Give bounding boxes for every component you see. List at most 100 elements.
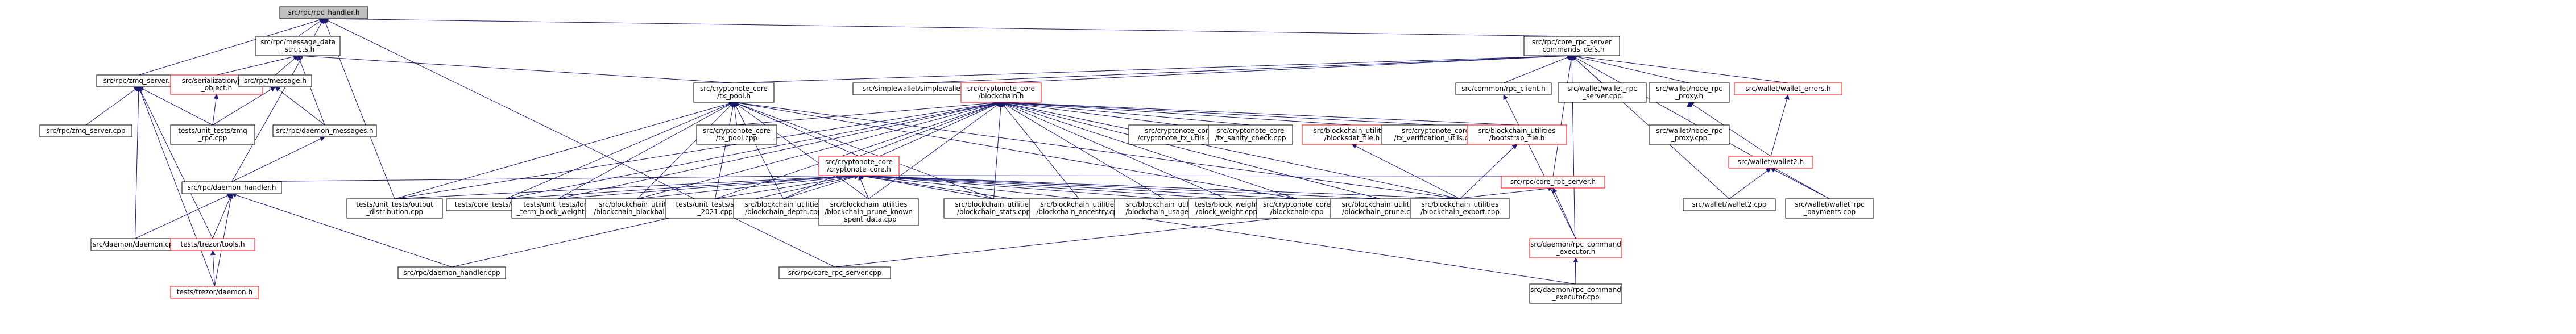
- node-label: src/blockchain_utilities: [1478, 127, 1556, 135]
- graph-node-zmq-server-cpp[interactable]: src/rpc/zmq_server.cpp: [39, 124, 132, 137]
- graph-node-blockchain-h[interactable]: src/cryptonote_core/blockchain.h: [960, 82, 1042, 103]
- graph-node-block-weight[interactable]: tests/block_weight/block_weight.cpp: [1188, 198, 1265, 219]
- graph-node-tx-sanity-check[interactable]: src/cryptonote_core/tx_sanity_check.cpp: [1208, 124, 1293, 145]
- graph-node-blockchain-usage[interactable]: src/blockchain_utilities/blockchain_usag…: [1114, 198, 1215, 219]
- graph-node-message-h[interactable]: src/rpc/message.h: [238, 74, 312, 87]
- graph-node-json-object[interactable]: src/serialization/json_object.h: [170, 74, 263, 95]
- dependency-edge: [452, 174, 860, 268]
- graph-node-wallet-errors[interactable]: src/wallet/wallet_errors.h: [1734, 82, 1842, 95]
- node-box: [181, 181, 282, 194]
- graph-node-blockchain-export[interactable]: src/blockchain_utilities/blockchain_expo…: [1410, 198, 1510, 219]
- graph-node-blockchain-ancestry[interactable]: src/blockchain_utilities/blockchain_ance…: [1029, 198, 1129, 219]
- dependency-edge: [1000, 100, 1251, 126]
- graph-node-rpc-core-rpc-server-h[interactable]: src/rpc/core_rpc_server.h: [1501, 176, 1605, 189]
- graph-node-rpc-handler[interactable]: src/rpc/rpc_handler.h: [279, 6, 368, 19]
- node-box: [818, 156, 900, 176]
- graph-node-blockchain-stats[interactable]: src/blockchain_utilities/blockchain_stat…: [943, 198, 1044, 219]
- node-box: [696, 124, 777, 145]
- node-label: /cryptonote_tx_utils.cpp: [1137, 134, 1219, 142]
- dependency-edge: [783, 102, 1002, 199]
- dependency-edge: [1552, 55, 1574, 177]
- node-label: /blockchain.cpp: [1270, 208, 1323, 216]
- graph-node-test-zmq-rpc[interactable]: tests/unit_tests/zmq_rpc.cpp: [170, 124, 255, 145]
- graph-node-common-rpc-client[interactable]: src/common/rpc_client.h: [1455, 82, 1552, 95]
- node-label: _spent_data.cpp: [840, 215, 896, 223]
- node-label: src/wallet/wallet2.h: [1738, 158, 1804, 166]
- graph-node-trezortools[interactable]: tests/trezor/tools.h: [170, 238, 255, 251]
- node-box: [1558, 82, 1647, 103]
- dependency-edge: [1770, 94, 1790, 157]
- dependency-edge: [297, 53, 734, 84]
- graph-node-cryptonote-core-h[interactable]: src/cryptonote_core/cryptonote_core.h: [818, 156, 900, 176]
- node-label: _payments.cpp: [1803, 208, 1856, 216]
- graph-node-core-rpc-server-commands-defs[interactable]: src/rpc/core_rpc_server_commands_defs.h: [1523, 36, 1620, 56]
- graph-node-message-data-structs[interactable]: src/rpc/message_data_structs.h: [255, 36, 341, 56]
- node-label: src/rpc/zmq_server.cpp: [47, 127, 126, 135]
- node-label: src/cryptonote_core: [1217, 127, 1285, 135]
- graph-node-rpc-command-executor-cpp[interactable]: src/daemon/rpc_command_executor.cpp: [1529, 283, 1622, 304]
- node-label: src/rpc/message_data: [260, 38, 336, 46]
- node-label: src/rpc/zmq_server.h: [103, 77, 175, 85]
- node-label: _distribution.cpp: [366, 208, 423, 216]
- dependency-edge: [85, 86, 139, 126]
- dependency-edge: [394, 173, 860, 199]
- node-box: [170, 238, 255, 251]
- dependency-edge: [858, 173, 1460, 199]
- node-label: src/blockchain_utilities: [1126, 201, 1203, 208]
- graph-node-blockchain-prune-known[interactable]: src/blockchain_utilities/blockchain_prun…: [818, 198, 919, 226]
- graph-node-daemon-messages[interactable]: src/rpc/daemon_messages.h: [272, 124, 377, 137]
- dependency-edge: [733, 102, 859, 157]
- dependency-edge: [231, 193, 452, 268]
- dependency-edge: [138, 86, 213, 239]
- graph-node-rpc-command-executor-h[interactable]: src/daemon/rpc_command_executor.h: [1529, 238, 1622, 258]
- graph-node-blockchain-cpp[interactable]: src/cryptonote_core/blockchain.cpp: [1256, 198, 1337, 219]
- node-label: _term_block_weight.cpp: [516, 208, 599, 216]
- graph-node-trezordaemon[interactable]: tests/trezor/daemon.h: [170, 286, 259, 299]
- graph-node-wallet-rpc-server[interactable]: src/wallet/wallet_rpc_server.cpp: [1558, 82, 1647, 103]
- dependency-edge: [323, 18, 835, 268]
- node-box: [1785, 198, 1874, 219]
- node-box: [170, 286, 259, 299]
- dependency-edge: [1503, 94, 1576, 239]
- dependency-edge: [557, 101, 1002, 199]
- node-box: [255, 36, 341, 56]
- graph-node-daemon-handler-cpp[interactable]: src/rpc/daemon_handler.cpp: [397, 266, 506, 279]
- graph-node-daemon-handler-h[interactable]: src/rpc/daemon_handler.h: [181, 181, 282, 194]
- dependency-edge: [135, 193, 233, 239]
- dependency-edge: [297, 18, 325, 37]
- graph-node-tx-pool-cpp[interactable]: src/cryptonote_core/tx_pool.cpp: [696, 124, 777, 145]
- graph-node-daemon-cpp[interactable]: src/daemon/daemon.cpp: [90, 238, 180, 251]
- graph-node-cryptonote-tx-utils[interactable]: src/cryptonote_core/cryptonote_tx_utils.…: [1128, 124, 1229, 145]
- node-label: src/rpc/daemon_messages.h: [276, 127, 373, 135]
- graph-node-wallet2-cpp[interactable]: src/wallet/wallet2.cpp: [1683, 198, 1776, 211]
- graph-node-node-rpc-proxy-h[interactable]: src/wallet/node_rpc_proxy.h: [1649, 82, 1730, 103]
- dependency-edge: [138, 18, 325, 76]
- graph-node-output-distribution[interactable]: tests/unit_tests/output_distribution.cpp: [346, 198, 443, 219]
- graph-node-zmq-server-h[interactable]: src/rpc/zmq_server.h: [96, 74, 181, 87]
- graph-node-node-rpc-proxy-cpp[interactable]: src/wallet/node_rpc_proxy.cpp: [1649, 124, 1730, 145]
- dependency-edge: [1351, 144, 1460, 199]
- node-box: [778, 266, 891, 279]
- node-box: [693, 82, 775, 103]
- graph-node-wallet2-h[interactable]: src/wallet/wallet2.h: [1728, 156, 1813, 169]
- dependency-edge: [733, 100, 1460, 199]
- dependency-edge: [1688, 102, 1771, 157]
- graph-node-wallet-rpc-payments[interactable]: src/wallet/wallet_rpc_payments.cpp: [1785, 198, 1874, 219]
- graph-node-simplewallet[interactable]: src/simplewallet/simplewallet.cpp: [852, 82, 988, 95]
- graph-node-bootstrap-file[interactable]: src/blockchain_utilities/bootstrap_file.…: [1467, 124, 1567, 145]
- node-label: src/cryptonote_core: [825, 158, 893, 166]
- dependency-edge: [1770, 168, 1830, 199]
- dependency-edge: [1000, 102, 1079, 199]
- graph-node-core-rpc-server-cpp[interactable]: src/rpc/core_rpc_server.cpp: [778, 266, 891, 279]
- node-label: src/blockchain_utilities: [1342, 201, 1419, 208]
- graph-node-cryptonote-tx-pool[interactable]: src/cryptonote_core/tx_pool.h: [693, 82, 775, 103]
- node-label: src/rpc/daemon_handler.h: [188, 183, 276, 191]
- node-label: _2021.cpp: [697, 208, 732, 216]
- dependency-edge: [212, 86, 276, 126]
- node-box: [1683, 198, 1776, 211]
- node-label: src/serialization/json: [182, 77, 252, 85]
- node-label: src/cryptonote_core: [1263, 201, 1331, 208]
- node-box: [1410, 198, 1510, 219]
- graph-node-blockchain-depth[interactable]: src/blockchain_utilities/blockchain_dept…: [733, 198, 834, 219]
- graph-node-blockchain-blackball[interactable]: src/blockchain_utilities/blockchain_blac…: [585, 198, 690, 219]
